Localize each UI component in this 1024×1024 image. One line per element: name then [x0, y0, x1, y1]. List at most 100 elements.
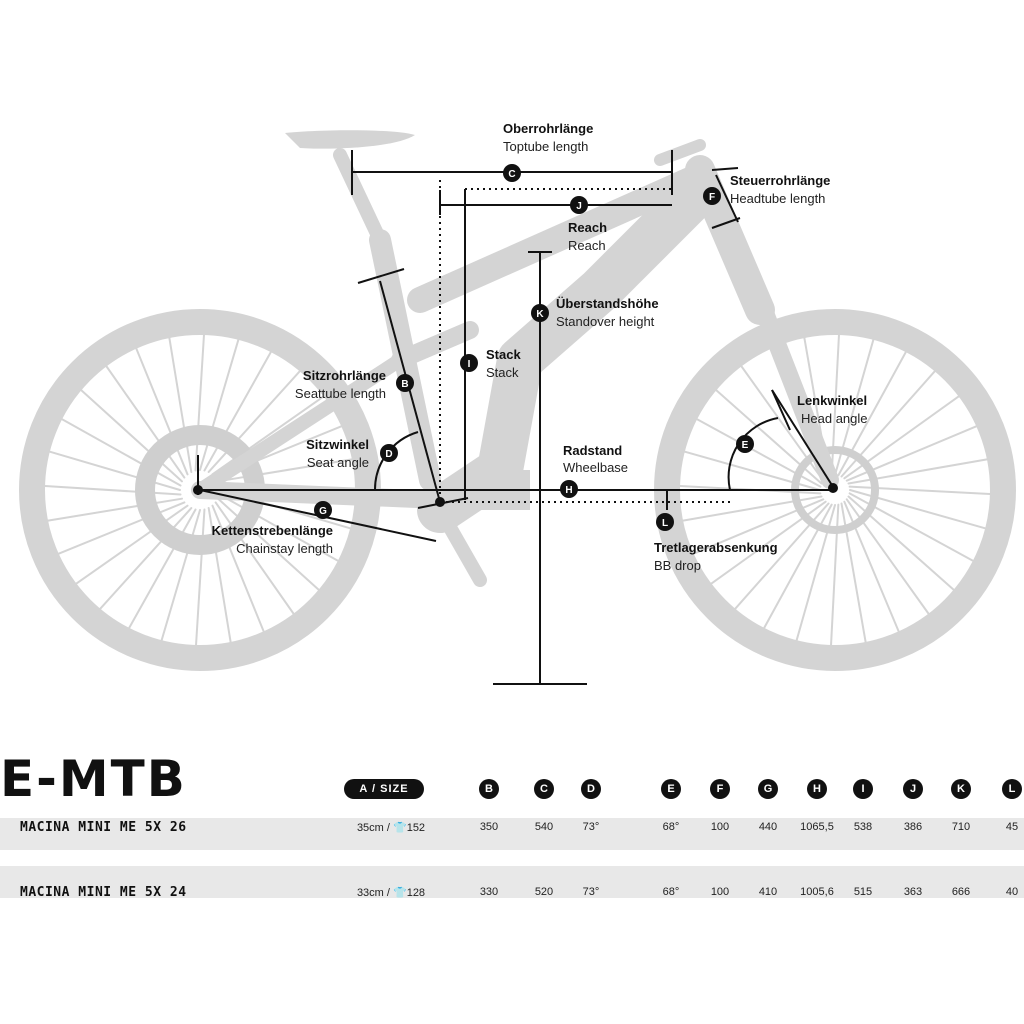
marker-f: F [703, 187, 721, 205]
svg-text:E: E [742, 440, 749, 451]
marker-g: G [314, 501, 332, 519]
marker-b: B [396, 374, 414, 392]
svg-text:B: B [401, 379, 408, 390]
cell-size: 35cm / 👕152 [356, 822, 426, 834]
svg-text:Sitzwinkel: Sitzwinkel [306, 437, 369, 452]
svg-text:H: H [565, 485, 572, 496]
spoke [80, 389, 183, 483]
fork [751, 291, 839, 489]
row-model-name: MACINA MINI ME 5X 24 [20, 885, 187, 900]
table-row-band [0, 866, 1024, 898]
svg-text:Reach: Reach [568, 238, 606, 253]
spoke [211, 395, 325, 476]
svg-text:Standover height: Standover height [556, 314, 655, 329]
spoke [218, 493, 339, 562]
cell-i: 515 [853, 886, 873, 898]
measurement-lines [197, 150, 836, 685]
column-header-b: B [479, 779, 499, 799]
cell-l: 40 [1005, 886, 1019, 898]
spoke [217, 497, 320, 591]
chain-stay [191, 481, 449, 509]
marker-l: L [656, 513, 674, 531]
svg-text:Chainstay length: Chainstay length [236, 541, 333, 556]
handlebar-stem [654, 139, 706, 166]
spoke [207, 370, 301, 473]
cell-l: 45 [1005, 821, 1019, 833]
spoke [199, 338, 240, 471]
cell-h: 1065,5 [800, 821, 834, 833]
svg-text:Toptube length: Toptube length [503, 139, 588, 154]
cell-b: 350 [479, 821, 499, 833]
spoke [105, 365, 186, 479]
cell-i: 538 [853, 821, 873, 833]
label-bb-drop: Tretlagerabsenkung BB drop [654, 540, 778, 573]
marker-k: K [531, 304, 549, 322]
cell-h: 1005,6 [800, 886, 834, 898]
spoke [44, 485, 182, 496]
svg-text:Seat angle: Seat angle [307, 455, 369, 470]
spoke [57, 501, 186, 555]
spoke [203, 351, 272, 472]
cell-j: 386 [903, 821, 923, 833]
label-head-angle: Lenkwinkel Head angle [797, 393, 868, 426]
label-reach: Reach Reach [568, 220, 607, 253]
spoke [128, 508, 197, 629]
bike-geometry-diagram: C J F K I B D E H G L Oberrohrlänge Topt… [19, 121, 1016, 685]
seat-stay [193, 353, 407, 497]
svg-text:Oberrohrlänge: Oberrohrlänge [503, 121, 593, 136]
column-header-f: F [710, 779, 730, 799]
svg-text:K: K [536, 309, 544, 320]
svg-text:L: L [662, 518, 668, 529]
column-header-j: J [903, 779, 923, 799]
svg-text:I: I [468, 359, 471, 370]
column-header-l: L [1002, 779, 1022, 799]
table-row-band [0, 818, 1024, 850]
svg-text:F: F [709, 192, 715, 203]
column-header-h: H [807, 779, 827, 799]
marker-c: C [503, 164, 521, 182]
label-wheelbase: Radstand Wheelbase [563, 443, 628, 475]
svg-text:Tretlagerabsenkung: Tretlagerabsenkung [654, 540, 778, 555]
label-chainstay: Kettenstrebenlänge Chainstay length [212, 523, 333, 556]
row-model-name: MACINA MINI ME 5X 26 [20, 820, 187, 835]
spoke [207, 507, 232, 643]
cell-f: 100 [710, 821, 730, 833]
cell-b: 330 [479, 886, 499, 898]
table-title: E-MTB [0, 750, 187, 808]
svg-text:Head angle: Head angle [801, 411, 868, 426]
label-headtube: Steuerrohrlänge Headtube length [730, 173, 830, 206]
label-stack: Stack Stack [486, 347, 521, 380]
svg-text:Überstandshöhe: Überstandshöhe [556, 296, 659, 311]
svg-text:Wheelbase: Wheelbase [563, 460, 628, 475]
marker-d: D [380, 444, 398, 462]
crank-arm [433, 503, 487, 587]
spoke [848, 485, 991, 495]
cell-size: 33cm / 👕128 [356, 887, 426, 899]
column-header-g: G [758, 779, 778, 799]
svg-text:Steuerrohrlänge: Steuerrohrlänge [730, 173, 830, 188]
cell-c: 540 [534, 821, 554, 833]
spoke [160, 509, 201, 642]
cell-e: 68° [662, 821, 680, 833]
rear-wheel [19, 309, 381, 671]
cell-c: 520 [534, 886, 554, 898]
column-header-e: E [661, 779, 681, 799]
svg-text:Sitzrohrlänge: Sitzrohrlänge [303, 368, 386, 383]
column-header-size: A / SIZE [344, 779, 424, 799]
spoke [214, 501, 295, 615]
spoke [168, 337, 193, 473]
spoke [848, 492, 974, 562]
spoke [135, 347, 189, 476]
row-separator [18, 852, 1024, 866]
cell-f: 100 [710, 886, 730, 898]
spoke [830, 503, 840, 646]
label-seattube: Sitzrohrlänge Seattube length [295, 368, 386, 401]
label-toptube: Oberrohrlänge Toptube length [503, 121, 593, 154]
cell-k: 666 [951, 886, 971, 898]
marker-i: I [460, 354, 478, 372]
svg-text:Headtube length: Headtube length [730, 191, 825, 206]
spoke [47, 497, 183, 522]
svg-text:D: D [385, 449, 392, 460]
marker-j: J [570, 196, 588, 214]
label-seat-angle: Sitzwinkel Seat angle [306, 437, 369, 470]
